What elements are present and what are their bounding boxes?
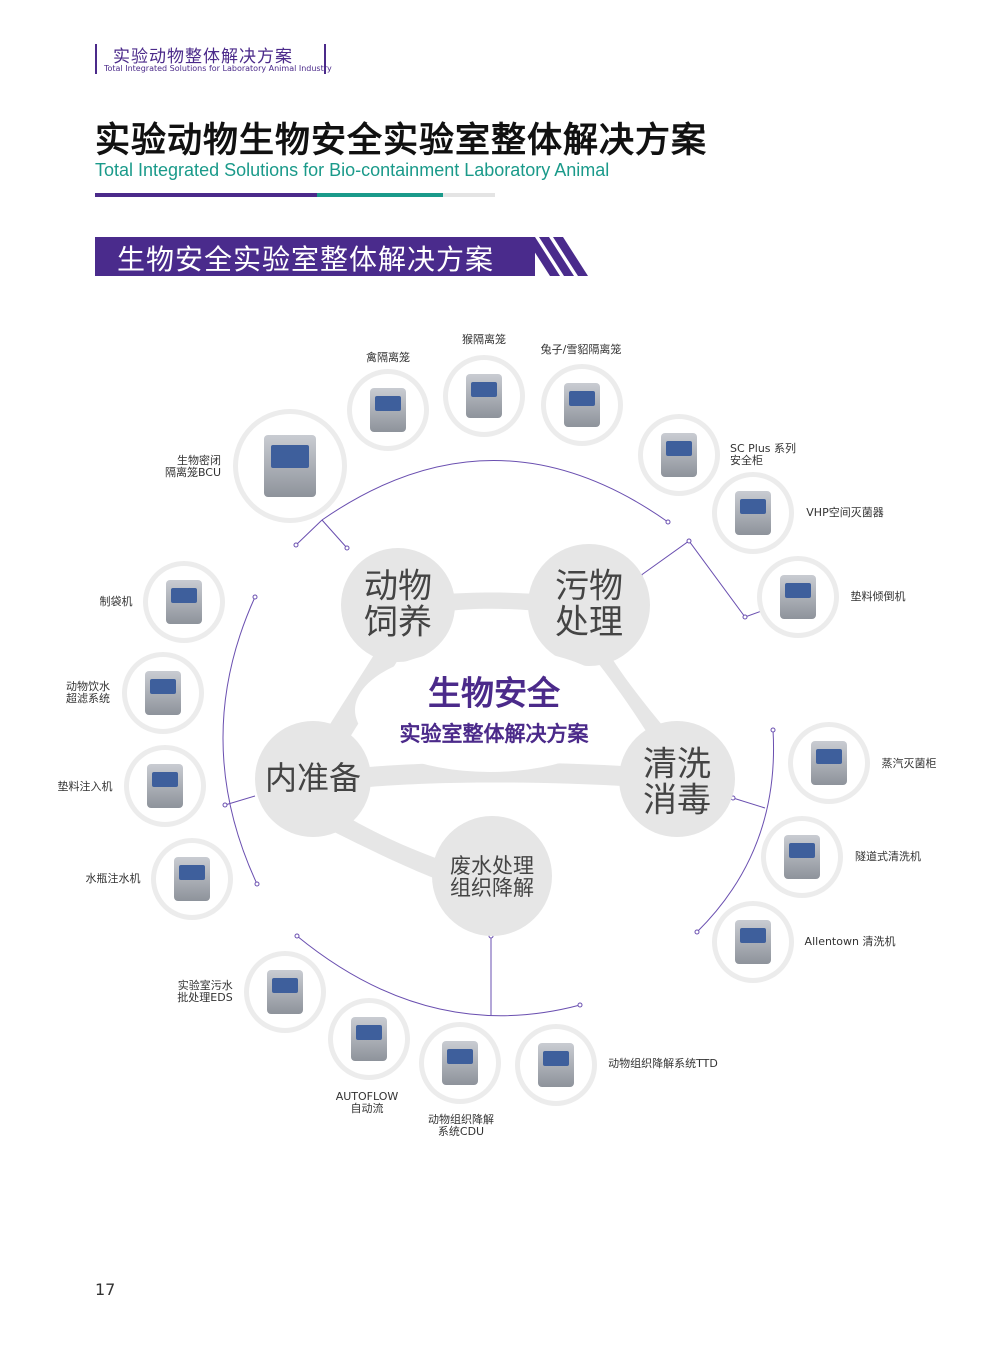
product-image [643,419,715,491]
product-label: 动物组织降解 系统CDU [428,1113,494,1138]
product-label: 猴隔离笼 [462,333,506,346]
product-label: 垫料倾倒机 [850,590,906,603]
blob-network [255,544,735,936]
product-image [249,956,321,1028]
product-label: 动物组织降解系统TTD [608,1057,718,1070]
title-rule-teal [317,193,443,197]
equipment-panel-icon [543,1050,569,1067]
product-label: 隧道式清洗机 [855,850,921,863]
arc-left [222,596,258,885]
arc-right [696,729,775,933]
product-image [156,843,228,915]
title-rule-grey [443,193,495,197]
node-washing: 清洗 消毒 [643,747,711,818]
equipment-panel-icon [447,1048,473,1065]
product-image [333,1003,405,1075]
node-label: 内准备 [264,759,362,798]
equipment-panel-icon [740,927,766,944]
product-image [352,374,424,446]
product-image [129,750,201,822]
product-label: 兔子/雪貂隔离笼 [540,343,622,356]
node-label: 污物 处理 [555,566,623,642]
equipment-panel-icon [569,390,595,407]
product-image [717,906,789,978]
product-image [793,727,865,799]
node-prep: 内准备 [264,759,362,798]
product-image [766,821,838,893]
equipment-panel-icon [785,582,811,599]
node-label: 清洗 消毒 [643,744,711,820]
equipment-panel-icon [740,498,766,515]
center-title: 生物安全 [428,673,560,713]
equipment-panel-icon [150,678,176,695]
equipment-panel-icon [152,771,178,788]
product-image [424,1027,496,1099]
product-label: 动物饮水 超滤系统 [66,680,110,705]
node-wastewater: 废水处理 组织降解 [450,855,534,899]
header-divider [95,44,97,74]
product-label: 垫料注入机 [57,780,113,793]
product-label: SC Plus 系列 安全柜 [729,442,797,467]
product-label: 水瓶注水机 [85,872,141,885]
product-image [717,477,789,549]
equipment-panel-icon [179,864,205,881]
product-image [448,360,520,432]
node-animal-feeding: 动物 饲养 [364,569,432,640]
equipment-panel-icon [789,842,815,859]
page-title: 实验动物生物安全实验室整体解决方案 [95,121,708,161]
product-label: 生物密闭 隔离笼BCU [164,454,222,479]
section-banner [95,237,535,276]
product-label: AUTOFLOW 自动流 [335,1090,399,1115]
header-subtitle: Total Integrated Solutions for Laborator… [104,64,332,73]
equipment-panel-icon [666,440,692,457]
product-image [762,561,834,633]
product-label: VHP空间灭菌器 [806,506,884,519]
page-number: 17 [95,1280,116,1299]
product-image [148,566,220,638]
header-divider [324,44,326,74]
node-label: 废水处理 组织降解 [450,853,534,900]
product-label: 蒸汽灭菌柜 [881,757,937,770]
product-image [238,414,342,518]
equipment-panel-icon [471,381,497,398]
banner-stripes-icon [525,237,588,276]
equipment-panel-icon [356,1024,382,1041]
page-subtitle: Total Integrated Solutions for Bio-conta… [95,160,610,180]
product-image [520,1029,592,1101]
product-label: 禽隔离笼 [366,351,410,364]
section-title: 生物安全实验室整体解决方案 [117,243,495,276]
arc-bottom [296,935,581,1017]
equipment-panel-icon [375,395,401,412]
node-label: 动物 饲养 [364,566,432,642]
equipment-panel-icon [271,445,309,469]
product-label: 制袋机 [99,595,133,608]
equipment-panel-icon [272,977,298,994]
header-title: 实验动物整体解决方案 [113,47,293,67]
title-rule-purple [95,193,317,197]
product-image [127,657,199,729]
product-image [546,369,618,441]
product-label: 实验室污水 批处理EDS [177,979,233,1004]
equipment-panel-icon [171,587,197,604]
arc-top [321,460,669,523]
product-label: Allentown 清洗机 [804,935,896,948]
equipment-panel-icon [816,748,842,765]
center-subtitle: 实验室整体解决方案 [399,721,589,746]
node-waste-treatment: 污物 处理 [555,569,623,640]
